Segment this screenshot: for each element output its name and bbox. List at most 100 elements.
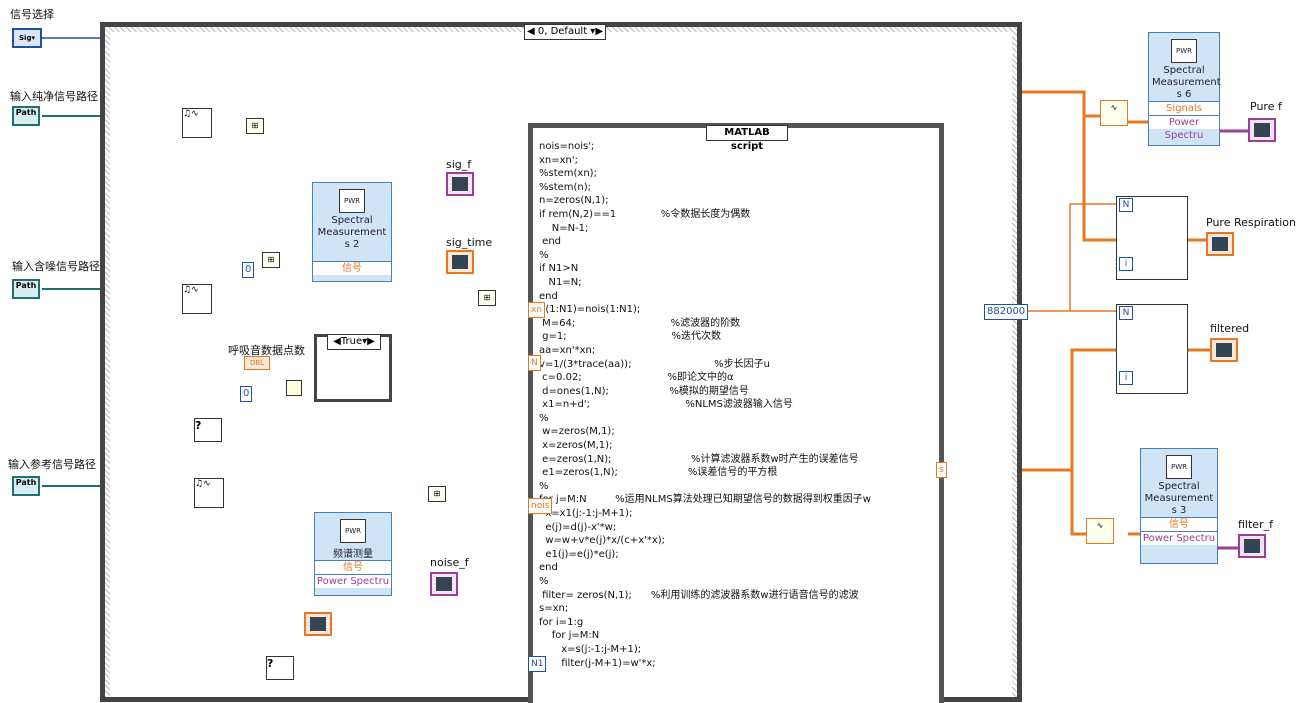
spectral-icon: PWR bbox=[340, 519, 366, 543]
express-title: Spectral Measurement s 6 bbox=[1149, 65, 1219, 101]
matlab-code[interactable]: nois=nois';xn=xn';%stem(xn);%stem(n);n=z… bbox=[539, 140, 871, 670]
code-line: x1=n+d'; %NLMS滤波器输入信号 bbox=[539, 398, 871, 412]
code-line: e=zeros(1,N); %计算滤波器系数w时产生的误差信号 bbox=[539, 453, 871, 467]
graph-filter-f[interactable] bbox=[1238, 534, 1266, 558]
matlab-term-N[interactable]: N bbox=[528, 355, 541, 371]
code-line: v=1/(3*trace(aa)); %步长因子u bbox=[539, 358, 871, 372]
express-row-power: Power Spectru bbox=[1149, 115, 1219, 129]
code-line: w=w+v*e(j)*x/(c+x'*x); bbox=[539, 534, 871, 548]
case-selector[interactable]: ◀ 0, Default ▾▶ bbox=[524, 24, 606, 40]
read-sound-file-icon[interactable]: ♫∿ bbox=[182, 108, 212, 138]
code-line: x=x1(j:-1:j-M+1); bbox=[539, 507, 871, 521]
label-filter-f: filter_f bbox=[1238, 518, 1273, 531]
case-true-value: True bbox=[341, 336, 362, 347]
code-line: % bbox=[539, 412, 871, 426]
file-dialog-icon[interactable]: ? bbox=[266, 656, 294, 680]
matlab-term-nois[interactable]: nois bbox=[528, 498, 552, 514]
get-waveform-components-icon[interactable]: ⊞ bbox=[246, 118, 264, 134]
code-line: for j=M:N bbox=[539, 629, 871, 643]
signal-select-ring[interactable]: Sig▾ bbox=[12, 28, 42, 48]
case-true-structure: ◀True▾▶ bbox=[314, 334, 392, 402]
code-line: g=1; %迭代次数 bbox=[539, 330, 871, 344]
matlab-term-N1[interactable]: N1 bbox=[528, 656, 546, 672]
code-line: n=zeros(N,1); bbox=[539, 194, 871, 208]
express-vi-spectral-3[interactable]: PWR Spectral Measurement s 3 信号 Power Sp… bbox=[1140, 448, 1218, 564]
graph-filtered[interactable] bbox=[1210, 338, 1238, 362]
express-vi-spectral-6[interactable]: PWR Spectral Measurement s 6 Signals Pow… bbox=[1148, 32, 1220, 146]
code-line: n(1:N1)=nois(1:N1); bbox=[539, 303, 871, 317]
express-vi-spectral-2[interactable]: PWR Spectral Measurement s 2 信号 bbox=[312, 182, 392, 282]
loop-count-N: N bbox=[1119, 306, 1133, 320]
file-dialog-icon[interactable]: ? bbox=[194, 418, 222, 442]
const-882000[interactable]: 882000 bbox=[984, 304, 1028, 320]
express-vi-pinpu[interactable]: PWR 频谱测量 信号 Power Spectru bbox=[314, 512, 392, 596]
graph-noise-f[interactable] bbox=[430, 572, 458, 596]
build-waveform-icon[interactable]: ∿ bbox=[1086, 518, 1114, 544]
graph-noise-time[interactable] bbox=[304, 612, 332, 636]
code-line: e1=zeros(1,N); %误差信号的平方根 bbox=[539, 466, 871, 480]
read-sound-file-icon[interactable]: ♫∿ bbox=[194, 478, 224, 508]
label-sig-time: sig_time bbox=[446, 236, 492, 249]
icon-label: PWR bbox=[344, 197, 360, 205]
compare-icon bbox=[286, 380, 302, 396]
label-noise-f: noise_f bbox=[430, 556, 469, 569]
const-zero[interactable]: 0 bbox=[240, 386, 252, 402]
build-waveform-icon[interactable]: ∿ bbox=[1100, 100, 1128, 126]
label-signal-select: 信号选择 bbox=[10, 6, 54, 22]
breath-points-control[interactable]: DBL bbox=[244, 356, 270, 370]
code-line: N1=N; bbox=[539, 276, 871, 290]
express-title: Spectral Measurement s 2 bbox=[313, 215, 391, 251]
noisy-path-control[interactable]: Path bbox=[12, 279, 40, 299]
code-line: e(j)=d(j)-x'*w; bbox=[539, 521, 871, 535]
case-selector-value: 0, Default bbox=[538, 26, 587, 37]
express-row-power: Power Spectru bbox=[1141, 531, 1217, 545]
get-waveform-components-icon[interactable]: ⊞ bbox=[262, 252, 280, 268]
code-line: %stem(n); bbox=[539, 181, 871, 195]
code-line: d=ones(1,N); %模拟的期望信号 bbox=[539, 385, 871, 399]
code-line: %stem(xn); bbox=[539, 167, 871, 181]
loop-iteration-i: i bbox=[1119, 371, 1133, 385]
express-title: Spectral Measurement s 3 bbox=[1141, 481, 1217, 517]
code-line: e1(j)=e(j)*e(j); bbox=[539, 548, 871, 562]
code-line: filter= zeros(N,1); %利用训练的滤波器系数w进行语音信号的滤… bbox=[539, 589, 871, 603]
label-pure-path: 输入纯净信号路径 bbox=[10, 88, 98, 104]
read-sound-file-icon[interactable]: ♫∿ bbox=[182, 284, 212, 314]
path-text: Path bbox=[16, 281, 37, 290]
get-waveform-components-icon[interactable]: ⊞ bbox=[478, 290, 496, 306]
loop-iteration-i: i bbox=[1119, 257, 1133, 271]
code-line: aa=xn'*xn; bbox=[539, 344, 871, 358]
code-line: if N1>N bbox=[539, 262, 871, 276]
code-line: filter(j-M+1)=w'*x; bbox=[539, 657, 871, 671]
graph-pure-respiration[interactable] bbox=[1206, 232, 1234, 256]
path-text: Path bbox=[16, 108, 37, 117]
code-line: M=64; %滤波器的阶数 bbox=[539, 317, 871, 331]
graph-sig-f[interactable] bbox=[446, 172, 474, 196]
label-sig-f: sig_f bbox=[446, 158, 471, 171]
spectral-icon: PWR bbox=[1171, 39, 1197, 63]
ring-value: Sig bbox=[19, 34, 31, 42]
code-line: end bbox=[539, 235, 871, 249]
express-row-signal: 信号 bbox=[315, 560, 391, 574]
matlab-term-xn[interactable]: xn bbox=[528, 302, 545, 318]
code-line: x=s(j:-1:j-M+1); bbox=[539, 643, 871, 657]
code-line: w=zeros(M,1); bbox=[539, 425, 871, 439]
graph-sig-time[interactable] bbox=[446, 250, 474, 274]
label-noisy-path: 输入含噪信号路径 bbox=[12, 258, 100, 274]
get-waveform-components-icon[interactable]: ⊞ bbox=[428, 486, 446, 502]
matlab-script-node[interactable]: MATLAB script nois=nois';xn=xn';%stem(xn… bbox=[528, 123, 944, 703]
code-line: for i=1:g bbox=[539, 616, 871, 630]
case-true-selector[interactable]: ◀True▾▶ bbox=[327, 334, 381, 350]
pure-path-control[interactable]: Path bbox=[12, 106, 40, 126]
matlab-term-out[interactable]: s bbox=[936, 462, 947, 478]
dbl-badge: DBL bbox=[250, 359, 264, 367]
ref-path-control[interactable]: Path bbox=[12, 476, 40, 496]
express-row-signal: Signals bbox=[1149, 101, 1219, 115]
code-line: xn=xn'; bbox=[539, 154, 871, 168]
loop-count-N: N bbox=[1119, 198, 1133, 212]
spectral-icon: PWR bbox=[339, 189, 365, 213]
path-text: Path bbox=[16, 478, 37, 487]
const-zero[interactable]: 0 bbox=[242, 262, 254, 278]
express-row-power: Power Spectru bbox=[315, 574, 391, 588]
icon-label: PWR bbox=[345, 527, 361, 535]
graph-pure-f[interactable] bbox=[1248, 118, 1276, 142]
